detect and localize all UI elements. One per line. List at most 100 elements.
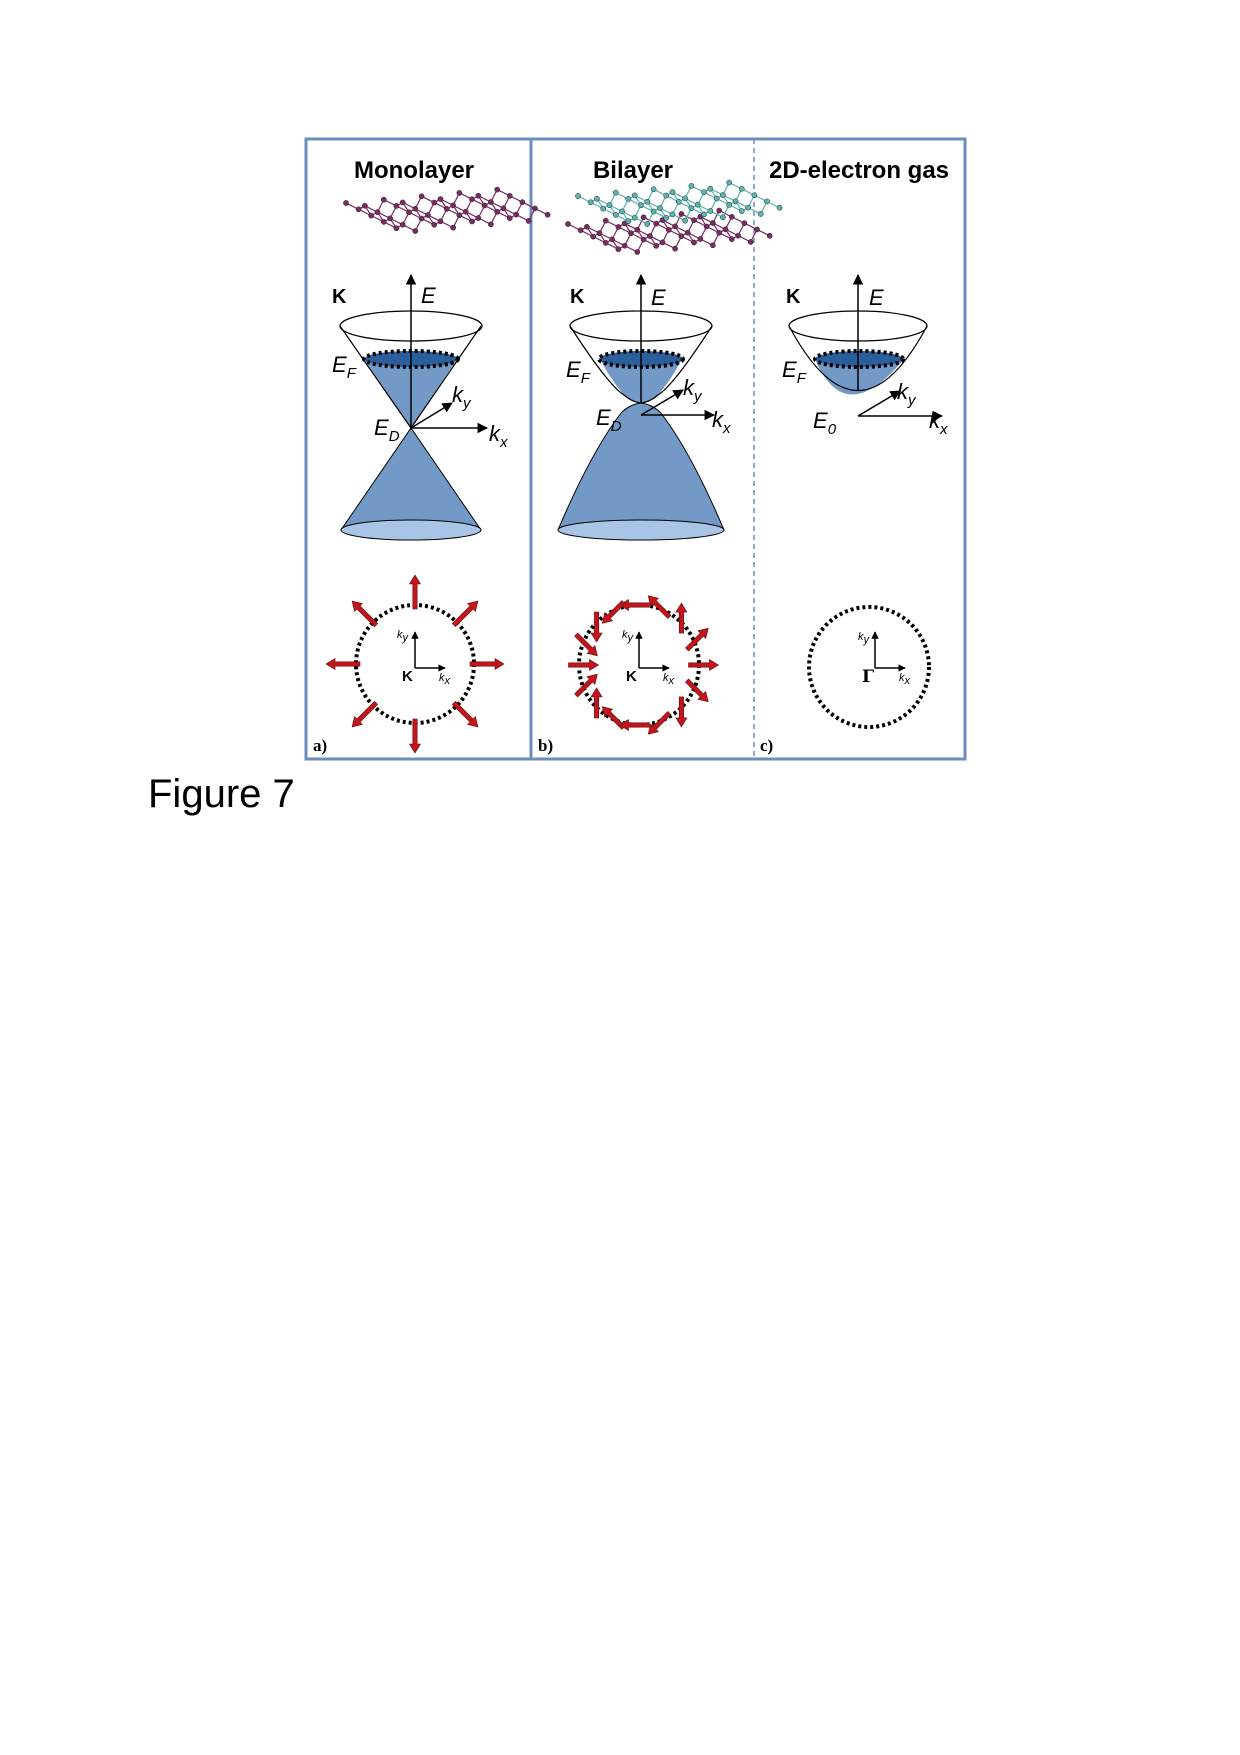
pseudospin-arrow	[451, 600, 479, 628]
lattice-atom	[343, 200, 349, 206]
lattice-atom	[631, 192, 638, 199]
inset-ky-label: ky	[622, 629, 635, 644]
lattice-atom	[688, 205, 695, 212]
ky-label: ky	[897, 379, 917, 409]
lattice-atom	[628, 230, 634, 237]
lattice-atom	[412, 205, 419, 212]
lattice-atom	[418, 215, 425, 222]
lattice-atom	[722, 226, 729, 233]
lattice-atom	[431, 199, 438, 206]
ky-axis	[857, 390, 901, 417]
lattice-atom	[697, 236, 704, 242]
inset-ky-label: ky	[397, 629, 410, 644]
bilayer-lower-band	[557, 402, 725, 531]
lattice-atom	[672, 223, 678, 230]
lattice-atom	[450, 224, 456, 231]
lattice-atom	[506, 193, 513, 199]
energy-axis-label: E	[869, 285, 884, 310]
degeneracy-point-label: ED	[596, 405, 622, 435]
lattice-atom	[594, 195, 600, 202]
lattice-atom	[710, 242, 716, 249]
lattice-atom	[764, 198, 770, 205]
lattice-atom	[596, 230, 603, 236]
pseudospin-arrow	[351, 600, 379, 628]
lattice-atom	[653, 242, 660, 249]
lattice-atom	[380, 196, 387, 203]
panel-b-title: Bilayer	[593, 157, 673, 184]
lattice-atom	[669, 189, 676, 195]
valley-label: K	[786, 286, 801, 308]
lattice-atom	[590, 233, 597, 240]
pseudospin-arrows	[568, 595, 720, 735]
lattice-atom	[757, 211, 764, 217]
pseudospin-arrow	[601, 600, 626, 624]
lattice-atom	[751, 192, 758, 199]
panel-c-label: c)	[760, 736, 773, 755]
lattice-atom	[621, 242, 628, 249]
energy-axis-label: E	[421, 283, 436, 308]
lattice-atom	[475, 215, 482, 221]
lattice-atom	[653, 220, 660, 227]
panel-a-title: Monolayer	[354, 157, 474, 184]
lattice-atom	[738, 208, 745, 214]
lattice-atom	[602, 240, 609, 246]
lattice-atom	[745, 204, 751, 211]
lattice-atom	[650, 186, 657, 193]
pseudospin-arrow	[574, 673, 598, 698]
pseudospin-arrow	[685, 678, 709, 703]
lattice-atom	[431, 221, 438, 228]
lattice-atom	[469, 218, 475, 225]
lattice-atom	[657, 205, 663, 211]
fermi-energy-label: EF	[332, 352, 357, 382]
lattice-atom	[710, 220, 716, 226]
pseudospin-arrow	[469, 657, 505, 671]
bilayer-band-diagram: K E EF ED ky kx	[557, 273, 731, 541]
lattice-atom	[659, 239, 666, 246]
lattice-atom	[374, 209, 381, 215]
lattice-atom	[475, 192, 482, 199]
lattice-atom	[701, 189, 707, 196]
lattice-atom	[682, 217, 688, 224]
pseudospin-arrow	[685, 627, 709, 652]
bilayer-pseudospin-inset: K ky kx	[568, 595, 720, 735]
lattice-atom	[735, 232, 741, 239]
pseudospin-arrow	[688, 658, 720, 672]
lattice-atom	[691, 239, 697, 246]
lattice-atom	[399, 221, 406, 228]
lattice-atom	[615, 224, 622, 230]
inset-kx-label: kx	[899, 672, 911, 687]
lattice-atom	[584, 223, 590, 230]
inset-center-label: Γ	[862, 667, 874, 687]
kx-label: kx	[929, 408, 948, 438]
electron-gas-band-diagram: K E EF E0 ky kx	[782, 273, 948, 438]
monolayer-lower-cone	[340, 427, 482, 531]
lattice-atom	[678, 233, 685, 240]
inset-center-label: K	[626, 668, 637, 685]
lower-cone-rim	[557, 519, 725, 541]
lattice-atom	[741, 220, 748, 227]
lattice-atom	[720, 192, 726, 198]
lattice-atom	[462, 208, 469, 215]
valley-label: K	[332, 286, 347, 308]
lattice-atom	[644, 221, 651, 227]
pseudospin-arrows	[325, 574, 505, 754]
lattice-atom	[707, 185, 714, 192]
lattice-atom	[716, 229, 723, 236]
ky-label: ky	[452, 382, 472, 412]
lattice-atom	[631, 214, 638, 221]
lattice-atom	[694, 201, 701, 208]
pseudospin-arrow	[451, 700, 479, 728]
panel-b-label: b)	[538, 736, 553, 755]
fermi-energy-label: EF	[782, 357, 807, 387]
lattice-atom	[688, 183, 695, 189]
lattice-atom	[393, 225, 400, 232]
energy-axis-label: E	[651, 285, 666, 310]
pseudospin-arrow	[590, 611, 603, 643]
lattice-atom	[675, 199, 682, 205]
lattice-atom	[728, 236, 735, 242]
band-outline	[788, 325, 928, 392]
monolayer-lattice-illustration	[343, 186, 551, 234]
lattice-atom	[625, 218, 632, 225]
lattice-atom	[488, 199, 494, 205]
pseudospin-arrow	[618, 718, 650, 732]
